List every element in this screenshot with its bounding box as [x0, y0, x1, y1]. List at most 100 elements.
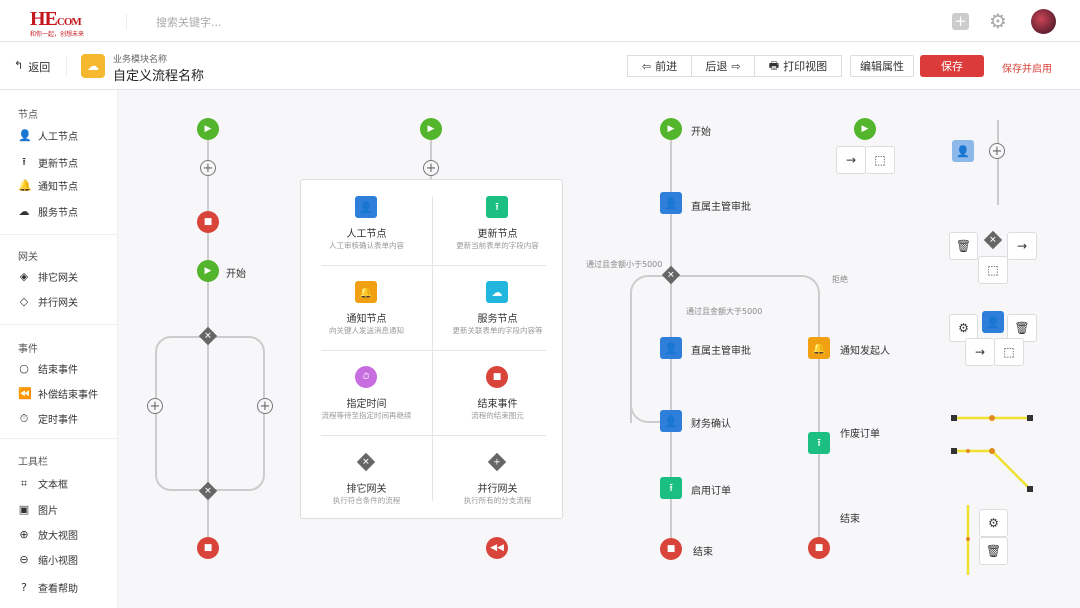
picker-update-node[interactable]: ⭱更新节点更新当前表单的字段内容	[432, 180, 563, 265]
user-icon[interactable]: 👤	[952, 140, 974, 162]
user-icon[interactable]: 👤	[660, 192, 682, 214]
user-icon[interactable]: 👤	[982, 311, 1004, 333]
end-event-icon[interactable]: ■	[808, 537, 830, 559]
title: 结束事件	[477, 399, 518, 410]
handle[interactable]	[966, 537, 970, 541]
start-event-icon[interactable]: ▶	[197, 118, 219, 140]
user-icon[interactable]: 👤	[660, 410, 682, 432]
compensate-end-event-icon[interactable]: ◀◀	[486, 537, 508, 559]
sidebar-item-compensate-end-event[interactable]: ⏪补偿结束事件	[18, 386, 98, 401]
sidebar-item-zoom-in[interactable]: ⊕放大视图	[18, 527, 78, 542]
end-label: 结束	[840, 514, 860, 525]
end-event-icon[interactable]: ■	[197, 537, 219, 559]
handle[interactable]	[1027, 486, 1033, 492]
bell-icon: 🔔	[355, 281, 377, 303]
connect-arrow-button[interactable]: →	[1007, 232, 1037, 260]
search-input[interactable]: 搜索关键字...	[156, 16, 222, 29]
desc: 流程等待至指定时间再继续	[321, 411, 412, 420]
add-icon[interactable]: +	[952, 13, 969, 30]
sidebar-item-timer-event[interactable]: ⏱定时事件	[18, 411, 78, 427]
picker-timer[interactable]: ⏱指定时间流程等待至指定时间再继续	[301, 350, 432, 435]
back-arrow-icon: ↰	[14, 59, 24, 72]
handle[interactable]	[951, 415, 957, 421]
start-event-icon[interactable]: ▶	[854, 118, 876, 140]
connector	[430, 130, 432, 180]
desc: 更新关联表单的字段内容等	[452, 326, 543, 335]
backward-label: 后退	[705, 60, 728, 73]
sidebar-item-parallel-gateway[interactable]: ◇ 并行网关	[18, 294, 78, 309]
upload-icon[interactable]: ⭱	[660, 477, 682, 499]
handle[interactable]	[989, 448, 995, 454]
start-event-icon[interactable]: ▶	[197, 260, 219, 282]
backward-button[interactable]: 后退⇨	[691, 55, 755, 77]
parallel-gateway-icon: ◇	[19, 295, 29, 308]
add-node-button[interactable]: +	[989, 143, 1005, 159]
trash-icon[interactable]: 🗑	[949, 232, 978, 260]
picker-manual-node[interactable]: 👤人工节点人工审核确认表单内容	[301, 180, 432, 265]
picker-exclusive-gateway[interactable]: ✕排它网关执行符合条件的流程	[301, 435, 432, 520]
divider	[321, 350, 546, 351]
item-label: 缩小视图	[38, 556, 78, 567]
connect-arrow-button[interactable]: →	[836, 146, 866, 174]
bell-icon[interactable]: 🔔	[808, 337, 830, 359]
user-icon[interactable]: 👤	[660, 337, 682, 359]
start-event-icon[interactable]: ▶	[660, 118, 682, 140]
upload-icon[interactable]: ⭱	[808, 432, 830, 454]
sidebar-item-service-node[interactable]: ☁服务节点	[18, 204, 79, 219]
forward-button[interactable]: ⇦前进	[627, 55, 692, 77]
item-label: 查看帮助	[38, 584, 78, 595]
handle[interactable]	[966, 449, 970, 453]
print-view-button[interactable]: 🖶打印视图	[754, 55, 842, 77]
avatar[interactable]	[1031, 9, 1056, 34]
connect-arrow-button[interactable]: →	[965, 338, 995, 366]
item-label: 并行网关	[38, 298, 78, 309]
add-node-button[interactable]: +	[147, 398, 163, 414]
sidebar-item-end-event[interactable]: ○结束事件	[18, 361, 78, 376]
add-node-button[interactable]: +	[423, 160, 439, 176]
gear-icon[interactable]: ⚙	[949, 314, 978, 342]
picker-service-node[interactable]: ☁服务节点更新关联表单的字段内容等	[432, 265, 563, 350]
crop-icon[interactable]: ⬚	[994, 338, 1024, 366]
gear-icon[interactable]: ⚙	[989, 9, 1007, 33]
trash-icon[interactable]: 🗑	[979, 537, 1008, 565]
timer-icon: ⏱	[355, 366, 377, 388]
add-node-button[interactable]: +	[200, 160, 216, 176]
edit-properties-button[interactable]: 编辑属性	[850, 55, 914, 77]
sidebar-item-zoom-out[interactable]: ⊖缩小视图	[18, 552, 78, 567]
handle[interactable]	[989, 415, 995, 421]
crop-icon[interactable]: ⬚	[978, 256, 1008, 284]
sidebar-item-exclusive-gateway[interactable]: ◈排它网关	[18, 269, 78, 284]
save-button[interactable]: 保存	[920, 55, 984, 77]
sidebar-item-help[interactable]: ?查看帮助	[18, 580, 78, 595]
divider	[0, 438, 118, 439]
picker-end-event[interactable]: ■结束事件流程的结束图元	[432, 350, 563, 435]
condition-label: 通过且金额小于5000	[586, 260, 663, 269]
exclusive-gateway-icon: ✕	[356, 452, 376, 472]
add-node-button[interactable]: +	[257, 398, 273, 414]
item-label: 更新节点	[38, 159, 78, 170]
desc: 执行符合条件的流程	[332, 496, 401, 505]
divider	[432, 196, 433, 501]
save-enable-button[interactable]: 保存并启用	[1002, 64, 1052, 75]
start-event-icon[interactable]: ▶	[420, 118, 442, 140]
circle-icon: ○	[19, 362, 29, 375]
sidebar-item-manual-node[interactable]: 👤人工节点	[18, 128, 78, 143]
sidebar-item-notify-node[interactable]: 🔔通知节点	[18, 178, 78, 193]
picker-notify-node[interactable]: 🔔通知节点向关键人发送消息通知	[301, 265, 432, 350]
approve-node-label: 直属主管审批	[691, 346, 751, 357]
gear-icon[interactable]: ⚙	[979, 509, 1008, 537]
service-icon: ☁	[486, 281, 508, 303]
back-button[interactable]: ↰返回	[14, 59, 50, 75]
crop-icon[interactable]: ⬚	[865, 146, 895, 174]
handle[interactable]	[951, 448, 957, 454]
handle[interactable]	[1027, 415, 1033, 421]
end-event-icon[interactable]: ■	[197, 211, 219, 233]
sidebar-item-image[interactable]: ▣图片	[18, 502, 58, 517]
finance-node-label: 财务确认	[691, 419, 731, 430]
sidebar-item-update-node[interactable]: ⭱更新节点	[18, 153, 78, 172]
connector-line[interactable]	[954, 449, 1031, 490]
end-event-icon[interactable]: ■	[660, 538, 682, 560]
sidebar-item-textbox[interactable]: ⌗文本框	[18, 476, 68, 492]
forward-label: 前进	[655, 60, 678, 73]
picker-parallel-gateway[interactable]: +并行网关执行所有的分支流程	[432, 435, 563, 520]
